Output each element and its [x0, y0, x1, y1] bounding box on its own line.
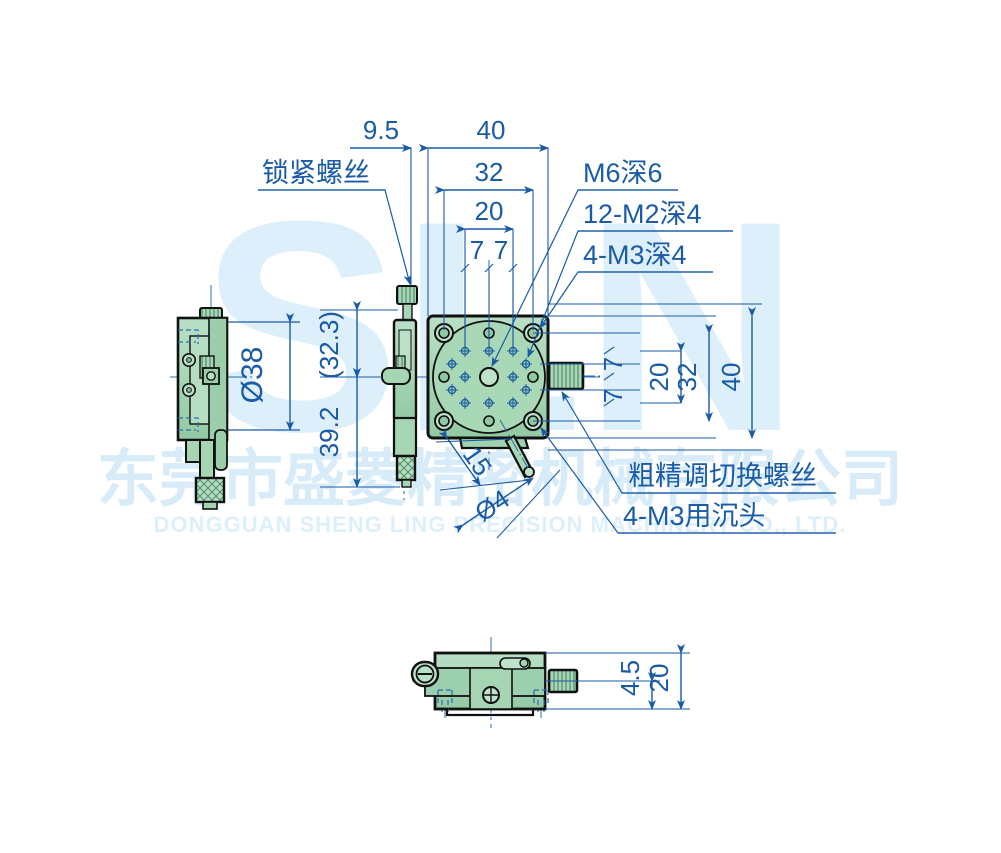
- bottom-view-dimensions: [545, 644, 690, 710]
- top-view-bottom: [410, 637, 579, 728]
- micrometer-thimble: [395, 454, 417, 482]
- dim-4-5: 4.5: [615, 660, 645, 696]
- angled-dimensions: [435, 428, 561, 539]
- dim-39-2: 39.2: [314, 407, 344, 458]
- dim-20: 20: [475, 196, 504, 226]
- dim-r-7-b: 7: [598, 389, 628, 403]
- micrometer-tip: [401, 479, 412, 488]
- left-vertical-dimensions: [320, 301, 400, 488]
- dimline-15: [438, 428, 481, 486]
- m2-hole-crosslines: [446, 345, 532, 409]
- side-knob-tip: [202, 501, 218, 510]
- callout-m6-depth-6: M6深6: [583, 158, 663, 188]
- dim-7-b: 7: [494, 235, 508, 265]
- side-screw-upper-core: [186, 357, 192, 363]
- dim-32-3: (32.3): [314, 311, 344, 379]
- callout-4-m3-depth-4: 4-M3深4: [583, 240, 687, 270]
- micrometer-lower: [392, 416, 418, 458]
- bv-center-cross: [483, 687, 499, 703]
- dimension-dia38: [228, 313, 300, 431]
- side-view-left: [170, 285, 252, 510]
- m2-hole-grid: [438, 327, 539, 427]
- dim-9-5: 9.5: [363, 115, 399, 145]
- center-hole-m6: [479, 367, 499, 387]
- dimline-dia-4: [453, 477, 534, 534]
- dim-r-7-a: 7: [598, 357, 628, 371]
- dim-7-a: 7: [470, 235, 484, 265]
- corner-hole-bl: [434, 411, 454, 431]
- lock-screw-knob: [396, 285, 418, 305]
- dim-r-40: 40: [716, 363, 746, 392]
- coarse-fine-knob: [547, 361, 585, 391]
- side-knurled-knob: [194, 476, 226, 504]
- bv-slot-hole: [519, 658, 529, 668]
- dim-r-20: 20: [644, 363, 674, 392]
- front-view-main: [380, 260, 600, 500]
- callout-underlines: [258, 189, 836, 534]
- top-dimension-stack: [350, 144, 549, 348]
- micrometer-collar: [381, 367, 411, 385]
- callout-coarse-fine-screw: 粗精调切换螺丝: [628, 461, 817, 491]
- edge-holes: [438, 327, 539, 427]
- side-center-hole: [206, 371, 216, 381]
- dimticks-r-7: [603, 346, 615, 407]
- callout-lock-screw: 锁紧螺丝: [262, 158, 370, 188]
- dim-32: 32: [475, 157, 504, 187]
- callout-leaders: [258, 189, 836, 534]
- side-pin: [214, 429, 228, 471]
- side-screw-lower-core: [186, 387, 192, 393]
- dim-20-bottom: 20: [644, 664, 674, 693]
- dim-40: 40: [477, 115, 506, 145]
- callout-12-m2-depth-4: 12-M2深4: [583, 199, 702, 229]
- callout-4-m3-counterbore: 4-M3用沉头: [623, 501, 766, 531]
- lever-tip: [523, 466, 535, 478]
- dim-dia-38: Ø38: [236, 347, 269, 404]
- lever-centerline: [499, 419, 529, 469]
- bv-bottom-step: [435, 707, 545, 717]
- side-hidden-lines: [178, 329, 199, 432]
- right-vertical-dimensions: [533, 303, 762, 451]
- dim-r-32: 32: [672, 363, 702, 392]
- dimticks-7-7: [460, 263, 518, 273]
